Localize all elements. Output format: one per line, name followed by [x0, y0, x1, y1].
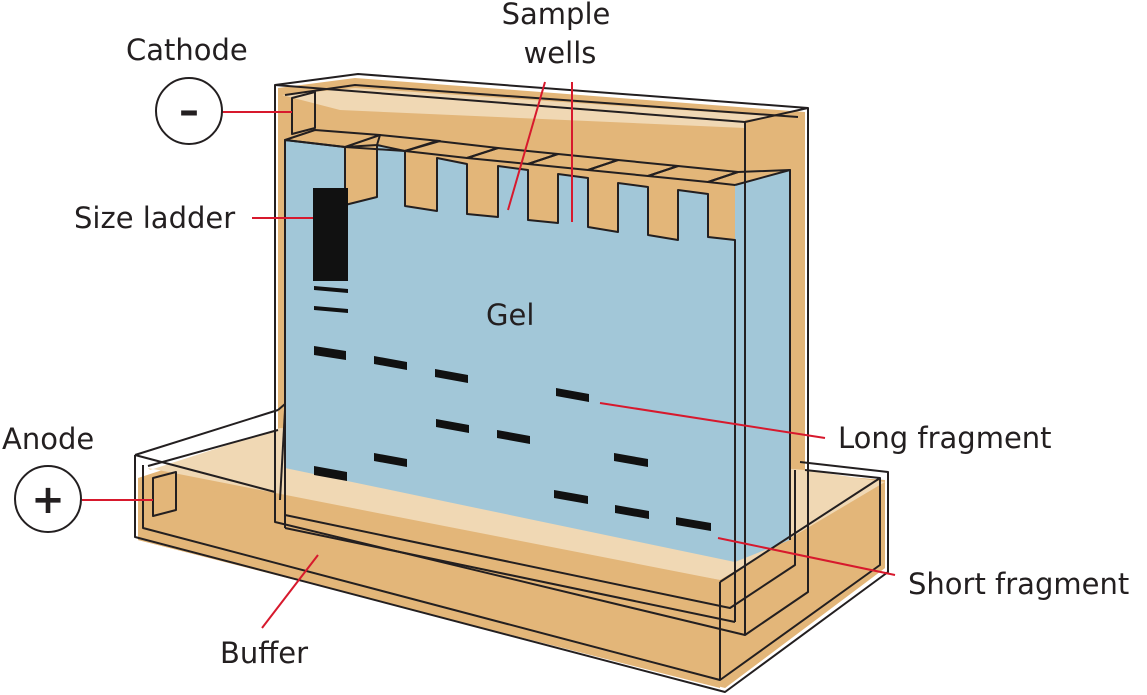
size-ladder-label: Size ladder: [74, 201, 235, 235]
buffer-label: Buffer: [220, 636, 308, 670]
gel-label: Gel: [486, 298, 534, 332]
anode-symbol: +: [31, 477, 65, 523]
text-labels: Cathode Anode Sample wells Size ladder G…: [2, 0, 1129, 670]
leader-lines: [82, 81, 896, 629]
gel-right-face: [735, 170, 790, 562]
sample-wells-leader: [507, 81, 546, 211]
cathode-symbol-group: –: [155, 77, 223, 145]
band: [554, 490, 588, 504]
sample-wells-label-line2: wells: [524, 36, 597, 70]
anode-symbol-group: +: [14, 465, 82, 533]
gel-right-edge: [734, 169, 791, 540]
band: [314, 346, 346, 360]
gel-outline: [284, 139, 736, 562]
anode-electrode: [152, 471, 177, 517]
lower-tray-buffer-front: [138, 478, 720, 688]
upper-tank-outline: [274, 73, 809, 636]
band: [556, 388, 589, 402]
band: [435, 369, 468, 383]
sample-wells-label-line1: Sample: [502, 0, 611, 31]
lower-tray-outline: [134, 403, 889, 693]
long-fragment-label: Long fragment: [838, 421, 1052, 455]
cathode-symbol: –: [179, 88, 199, 134]
band: [374, 453, 407, 467]
band: [615, 505, 649, 519]
cathode-circle: [155, 77, 223, 145]
comb-tooth-top: [344, 134, 441, 152]
upper-tank-buffer-surface: [282, 88, 800, 128]
long-fragment-leader: [599, 402, 826, 439]
short-fragment-band: [676, 517, 711, 531]
buffer-leader: [261, 554, 319, 629]
size-ladder-band: [313, 188, 348, 281]
bands: [313, 188, 711, 531]
short-fragment-label: Short fragment: [908, 567, 1129, 601]
anode-circle: [14, 465, 82, 533]
cathode-label: Cathode: [126, 33, 248, 67]
cathode-electrode: [291, 91, 316, 135]
band: [314, 466, 347, 481]
band: [497, 430, 530, 444]
anode-label: Anode: [2, 422, 94, 456]
ladder-band-thin: [314, 286, 348, 293]
lower-tray-buffer-right: [720, 482, 885, 688]
short-fragment-leader: [717, 537, 896, 576]
ladder-band-thin: [314, 306, 348, 313]
band: [374, 356, 407, 370]
band: [614, 453, 648, 467]
band: [436, 419, 469, 433]
